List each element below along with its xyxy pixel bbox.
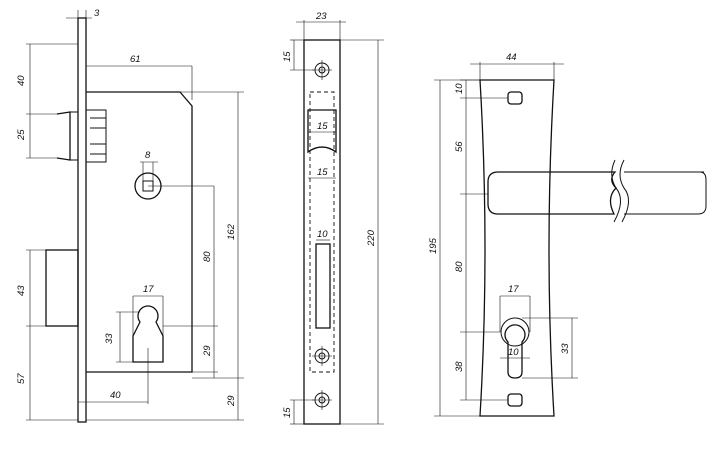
dim-body-bottom: 29 (226, 395, 237, 407)
side-view: 3 61 40 25 43 57 8 80 29 162 (16, 8, 244, 423)
side-faceplate (77, 17, 87, 423)
dim-cylinder-width: 17 (143, 284, 154, 295)
dim-top-screw: 15 (282, 51, 293, 62)
handle-cylinder-cutout (504, 324, 526, 379)
dim-spindle-size: 8 (145, 150, 151, 161)
dim-body-height: 162 (226, 223, 237, 240)
deadbolt (45, 249, 79, 327)
dim-cylinder-height: 33 (104, 333, 115, 344)
dim-handle-cylinder-height: 33 (560, 343, 571, 354)
dim-bottom-screw: 15 (282, 407, 293, 418)
dim-bolt-slot-width: 15 (317, 167, 328, 178)
dim-handle-spindle-to-cylinder: 80 (454, 261, 465, 272)
lever-handle (487, 171, 617, 215)
handle-view: 44 10 56 80 38 195 17 10 33 (428, 52, 707, 417)
dim-handle-cylinder-width: 17 (508, 284, 519, 295)
dim-plate-width: 23 (315, 11, 327, 22)
dim-spindle-to-cylinder: 80 (202, 251, 213, 262)
dim-cylinder-to-hole: 38 (454, 361, 465, 372)
dim-handle-cylinder-inner: 10 (508, 347, 519, 358)
latch (56, 111, 71, 161)
dim-latch-slot-width: 15 (317, 121, 328, 132)
dim-plate-length: 220 (366, 229, 377, 247)
dim-bolt-offset: 57 (16, 373, 27, 384)
top-screw-hole (507, 91, 523, 105)
handle-backplate (479, 79, 555, 417)
latch-housing (85, 109, 107, 163)
faceplate-view: 15 15 10 23 15 15 220 (282, 11, 384, 425)
dim-faceplate-thickness: 3 (94, 8, 100, 19)
dim-hole-to-spindle: 56 (454, 141, 465, 152)
dim-handle-top-hole: 10 (454, 83, 465, 94)
dim-cylinder-bottom: 29 (202, 345, 213, 357)
faceplate (303, 39, 341, 425)
dim-cylinder-backset: 40 (110, 390, 121, 401)
bolt-window (315, 243, 331, 329)
dim-handle-plate-width: 44 (506, 52, 517, 63)
dim-latch-height: 25 (16, 129, 27, 141)
lock-body (86, 91, 193, 373)
dim-handle-plate-length: 195 (428, 237, 439, 254)
dim-backset-width: 61 (130, 54, 141, 65)
dim-bolt-height: 43 (16, 285, 27, 296)
body-outline-dashed (309, 91, 335, 373)
bottom-screw (312, 390, 332, 410)
bottom-screw-hole (507, 393, 523, 407)
top-screw (312, 60, 332, 80)
dim-bolt-window: 10 (317, 229, 328, 240)
dim-latch-offset: 40 (16, 75, 27, 86)
middle-screw (312, 346, 332, 366)
